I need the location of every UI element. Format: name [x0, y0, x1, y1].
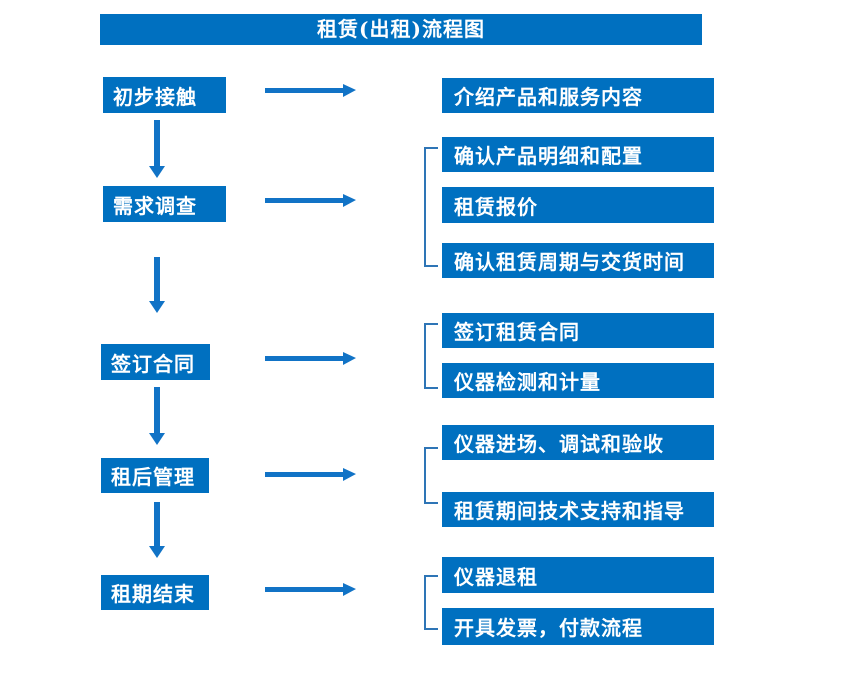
- bracket-demand-survey: [424, 147, 438, 267]
- arrow-shaft: [265, 356, 344, 361]
- arrow-shaft: [265, 198, 344, 203]
- arrow-shaft: [154, 120, 160, 167]
- detail-box-instrument-return: 仪器退租: [442, 557, 714, 593]
- arrow-right-4: [265, 468, 356, 481]
- arrow-head: [343, 352, 356, 365]
- arrow-down-4: [149, 502, 165, 558]
- stage-box-sign-contract: 签订合同: [101, 344, 210, 380]
- arrow-right-3: [265, 352, 356, 365]
- arrow-shaft: [154, 257, 160, 302]
- bracket-rental-end: [424, 575, 438, 630]
- arrow-shaft: [154, 387, 160, 434]
- detail-box-instrument-testing: 仪器检测和计量: [442, 363, 714, 398]
- arrow-right-2: [265, 194, 356, 207]
- arrow-head: [343, 583, 356, 596]
- arrow-head: [343, 194, 356, 207]
- bracket-sign-contract: [424, 323, 438, 389]
- arrow-shaft: [154, 502, 160, 547]
- bracket-post-rental-management: [424, 447, 438, 504]
- detail-box-instrument-entry: 仪器进场、调试和验收: [442, 425, 714, 460]
- arrow-shaft: [265, 88, 344, 93]
- stage-box-post-rental-management: 租后管理: [101, 458, 209, 493]
- arrow-down-3: [149, 387, 165, 445]
- detail-box-confirm-rental-period: 确认租赁周期与交货时间: [442, 243, 714, 278]
- stage-box-rental-end: 租期结束: [101, 575, 209, 610]
- arrow-head: [149, 301, 165, 313]
- arrow-head: [149, 546, 165, 558]
- arrow-down-1: [149, 120, 165, 178]
- page-title: 租赁(出租)流程图: [100, 14, 702, 45]
- detail-box-technical-support: 租赁期间技术支持和指导: [442, 492, 714, 527]
- detail-box-rental-quotation: 租赁报价: [442, 187, 714, 223]
- arrow-shaft: [265, 587, 344, 592]
- detail-box-confirm-product-details: 确认产品明细和配置: [442, 137, 714, 172]
- detail-box-invoice-payment: 开具发票，付款流程: [442, 608, 714, 645]
- arrow-head: [343, 84, 356, 97]
- detail-box-sign-rental-contract: 签订租赁合同: [442, 313, 714, 348]
- arrow-shaft: [265, 472, 344, 477]
- arrow-head: [149, 433, 165, 445]
- stage-box-demand-survey: 需求调查: [103, 186, 226, 222]
- arrow-right-1: [265, 84, 356, 97]
- arrow-head: [149, 166, 165, 178]
- arrow-right-5: [265, 583, 356, 596]
- arrow-head: [343, 468, 356, 481]
- arrow-down-2: [149, 257, 165, 313]
- detail-box-introduce-products: 介绍产品和服务内容: [442, 78, 714, 113]
- stage-box-initial-contact: 初步接触: [103, 77, 226, 113]
